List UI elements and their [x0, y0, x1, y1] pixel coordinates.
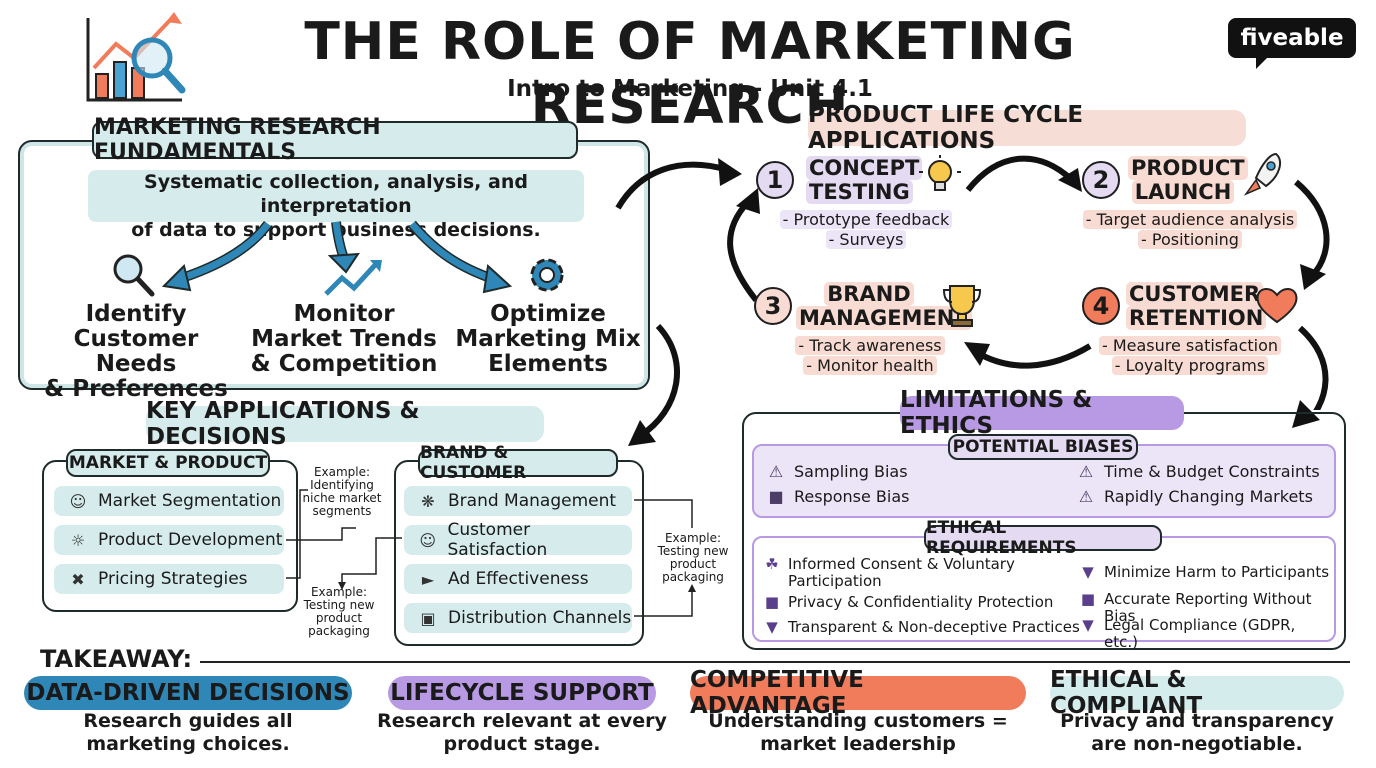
ethic-privacy: ■Privacy & Confidentiality Protection [760, 594, 1070, 611]
takeaway-data-driven-text: Research guides all marketing choices. [83, 710, 293, 755]
warning-icon: ⚠ [768, 462, 784, 481]
stage-3-number: 3 [754, 287, 792, 325]
page-subtitle: Intro to Marketing - Unit 4.1 [507, 76, 873, 102]
item-ad-effectiveness: ►Ad Effectiveness [404, 564, 632, 594]
example-segments: Example: Identifying niche market segmen… [302, 465, 382, 518]
ethic-accurate-reporting: ■Accurate Reporting Without Bias [1076, 591, 1334, 625]
megaphone-icon: ► [421, 569, 435, 589]
trend-arrow-icon [322, 256, 384, 300]
item-pricing-strategies: ✖Pricing Strategies [54, 564, 284, 594]
bias-changing-markets: ⚠Rapidly Changing Markets [1074, 487, 1313, 506]
takeaway-divider [200, 661, 1350, 663]
warning-icon: ⚠ [1078, 487, 1094, 506]
lightbulb-icon: ☼ [70, 530, 86, 550]
goal-monitor: Monitor Market Trends & Competition [250, 301, 438, 377]
people-icon: ☺ [69, 491, 87, 511]
shield-icon: ▼ [766, 618, 778, 636]
smiley-icon: ☺ [419, 530, 437, 550]
takeaway-data-driven-title: DATA-DRIVEN DECISIONS [24, 676, 352, 710]
takeaway-ethical-title: ETHICAL & COMPLIANT [1050, 667, 1344, 719]
heart-icon [1254, 284, 1300, 326]
connector-arrows [615, 158, 742, 446]
goal-optimize: Optimize Marketing Mix Elements [455, 301, 641, 377]
lifecycle-title: PRODUCT LIFE CYCLE APPLICATIONS [808, 102, 1246, 154]
applications-title: KEY APPLICATIONS & DECISIONS [146, 398, 544, 450]
trophy-icon [940, 282, 984, 330]
fiveable-logo-tail [1256, 57, 1268, 69]
fiveable-logo-text: fiveable [1240, 25, 1344, 51]
example-packaging-right: Example: Testing new product packaging [657, 531, 729, 584]
bias-time-budget: ⚠Time & Budget Constraints [1074, 462, 1320, 481]
biases-title: POTENTIAL BIASES [948, 434, 1138, 460]
takeaway-lifecycle-title: LIFECYCLE SUPPORT [388, 676, 656, 710]
limitations-arrow [1292, 400, 1320, 428]
stage-2-bullets: - Target audience analysis- Positioning [1080, 210, 1300, 250]
warning-icon: ⚠ [1078, 462, 1094, 481]
fundamentals-arrows [161, 220, 513, 294]
box-hand-icon: ▣ [420, 608, 436, 628]
stage-1-number: 1 [756, 161, 794, 199]
takeaway-ethical-text: Privacy and transparency are non-negotia… [1060, 710, 1334, 755]
takeaway-competitive-text: Understanding customers = market leaders… [708, 710, 1008, 755]
lock-icon: ■ [1080, 590, 1096, 608]
stage-3-bullets: - Track awareness- Monitor health [780, 336, 960, 376]
gear-icon [522, 250, 572, 300]
shield-icon: ▼ [1082, 616, 1094, 634]
limitations-title: LIMITATIONS & ETHICS [900, 387, 1184, 439]
page-title: THE ROLE OF MARKETING RESEARCH [304, 12, 1076, 136]
price-tag-icon: ✖ [71, 569, 85, 589]
lock-icon: ■ [768, 487, 784, 506]
brand-customer-title: BRAND & CUSTOMER [418, 443, 618, 483]
stage-4-number: 4 [1082, 287, 1120, 325]
badge-icon: ❋ [421, 491, 435, 511]
lock-icon: ■ [764, 593, 780, 611]
item-market-segmentation: ☺Market Segmentation [54, 486, 284, 516]
item-brand-management: ❋Brand Management [404, 486, 632, 516]
item-distribution-channels: ▣Distribution Channels [404, 603, 632, 633]
lightbulb-icon [918, 154, 962, 200]
goal-identify: Identify Customer Needs & Preferences [44, 301, 228, 402]
ethic-transparent: ▼Transparent & Non-deceptive Practices [760, 619, 1080, 636]
header-logo-icon [82, 10, 202, 106]
ethics-title: ETHICAL REQUIREMENTS [924, 518, 1162, 558]
stage-1-bullets: - Prototype feedback- Surveys [776, 210, 956, 250]
ethic-minimize-harm: ▼Minimize Harm to Participants [1076, 564, 1332, 581]
ethic-legal-compliance: ▼Legal Compliance (GDPR, etc.) [1076, 617, 1332, 651]
fiveable-logo: fiveable [1228, 18, 1356, 58]
item-product-development: ☼Product Development [54, 525, 284, 555]
handshake-icon: ☘ [765, 555, 779, 573]
example-connectors [286, 489, 696, 617]
stage-2-number: 2 [1082, 161, 1120, 199]
market-product-title: MARKET & PRODUCT [66, 449, 270, 477]
shield-icon: ▼ [1082, 563, 1094, 581]
bias-sampling: ⚠Sampling Bias [764, 462, 908, 481]
example-packaging-left: Example: Testing new product packaging [303, 585, 375, 638]
stage-4-bullets: - Measure satisfaction- Loyalty programs [1090, 336, 1290, 376]
rocket-icon [1240, 150, 1288, 202]
takeaway-competitive-title: COMPETITIVE ADVANTAGE [690, 667, 1026, 719]
fundamentals-title: MARKETING RESEARCH FUNDAMENTALS [92, 115, 578, 165]
item-customer-satisfaction: ☺Customer Satisfaction [404, 520, 632, 560]
takeaway-label: TAKEAWAY: [40, 645, 193, 673]
lifecycle-arrows [727, 155, 1330, 410]
magnifier-icon [108, 250, 158, 300]
takeaway-lifecycle-text: Research relevant at every product stage… [377, 710, 667, 755]
bias-response: ■Response Bias [764, 487, 909, 506]
fundamentals-definition: Systematic collection, analysis, and int… [88, 170, 584, 241]
